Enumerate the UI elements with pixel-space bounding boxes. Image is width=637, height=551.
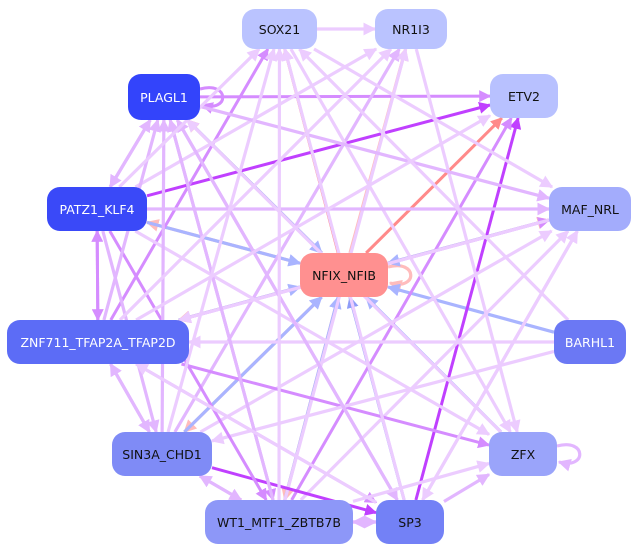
edge-znf711-tfap2a-tfap2d-to-etv2	[135, 114, 492, 322]
node-nfix-nfib[interactable]: NFIX_NFIB	[300, 253, 388, 297]
edge-nr1i3-to-zfx	[414, 48, 521, 434]
node-wt1-mtf1-zbtb7b[interactable]: WT1_MTF1_ZBTB7B	[205, 500, 353, 544]
edge-sp3-to-etv2	[414, 116, 522, 501]
node-zfx[interactable]: ZFX	[489, 432, 557, 476]
node-plagl1[interactable]: PLAGL1	[128, 74, 200, 120]
node-barhl1[interactable]: BARHL1	[554, 320, 626, 364]
node-etv2[interactable]: ETV2	[490, 74, 558, 118]
edge-nfix-nfib-to-nfix-nfib	[387, 264, 413, 293]
edge-barhl1-to-nfix-nfib	[386, 283, 555, 334]
edge-sp3-to-plagl1	[175, 118, 399, 501]
node-patz1-klf4[interactable]: PATZ1_KLF4	[47, 187, 147, 231]
edge-sin3a-chd1-to-znf711-tfap2a-tfap2d	[109, 362, 151, 433]
edge-wt1-mtf1-zbtb7b-to-sin3a-chd1	[198, 474, 242, 502]
edge-wt1-mtf1-zbtb7b-to-etv2	[290, 116, 513, 501]
edge-wt1-mtf1-zbtb7b-to-zfx	[352, 460, 491, 503]
edge-patz1-klf4-to-etv2	[146, 101, 492, 198]
edge-plagl1-to-maf-nrl	[199, 104, 551, 202]
node-nr1i3[interactable]: NR1I3	[375, 9, 447, 49]
edge-znf711-tfap2a-tfap2d-to-patz1-klf4	[91, 229, 104, 321]
node-sp3[interactable]: SP3	[376, 500, 444, 544]
edge-plagl1-to-plagl1	[199, 86, 225, 114]
edge-sin3a-chd1-to-maf-nrl	[199, 229, 553, 434]
edge-sp3-to-znf711-tfap2a-tfap2d	[135, 362, 377, 504]
edge-sin3a-chd1-to-sox21	[166, 47, 278, 433]
edge-patz1-klf4-to-zfx	[134, 229, 491, 436]
edge-sin3a-chd1-to-nfix-nfib	[183, 295, 323, 434]
edge-maf-nrl-to-sp3	[421, 230, 579, 502]
edge-znf711-tfap2a-tfap2d-to-zfx	[181, 362, 491, 449]
node-znf711-tfap2a-tfap2d[interactable]: ZNF711_TFAP2A_TFAP2D	[7, 320, 189, 364]
edge-wt1-mtf1-zbtb7b-to-plagl1	[167, 118, 275, 501]
edge-znf711-tfap2a-tfap2d-to-nr1i3	[118, 47, 393, 322]
edge-patz1-klf4-to-plagl1	[108, 118, 152, 188]
node-sox21[interactable]: SOX21	[242, 9, 317, 49]
edge-patz1-klf4-to-nfix-nfib	[146, 220, 302, 267]
edge-zfx-to-zfx	[556, 443, 582, 472]
edge-sp3-to-zfx	[443, 473, 491, 503]
node-sin3a-chd1[interactable]: SIN3A_CHD1	[112, 432, 212, 476]
edge-barhl1-to-sin3a-chd1	[210, 349, 555, 445]
node-maf-nrl[interactable]: MAF_NRL	[549, 187, 631, 231]
